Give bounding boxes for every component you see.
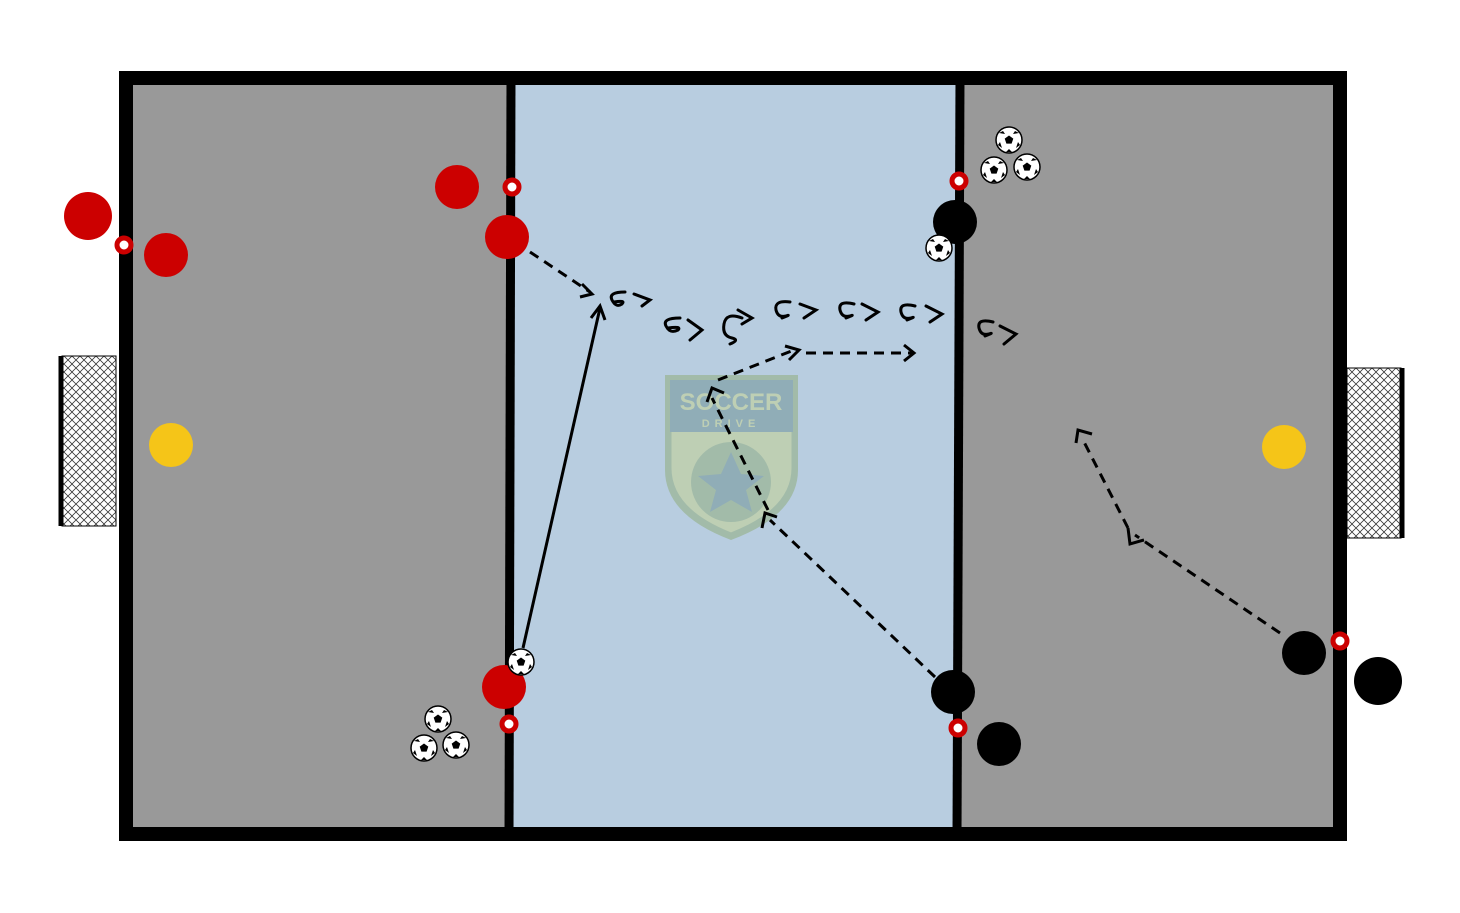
red-run-line: [529, 250, 591, 294]
black-run-arrowhead-5: [1126, 527, 1145, 546]
logo-subtitle: DRIVE: [702, 418, 761, 430]
pitch-boundary: [119, 71, 1347, 841]
black-player: [931, 670, 975, 714]
goal-left: [58, 355, 117, 527]
black-run-arrowhead-2: [705, 386, 725, 403]
red-team: [64, 165, 529, 709]
red-player: [482, 665, 526, 709]
ball: [507, 648, 535, 676]
black-run-line-5: [1134, 533, 1281, 635]
black-run-arrowhead-6: [1074, 428, 1093, 444]
goal-right: [1346, 367, 1405, 539]
black-run-arrowhead-1: [760, 511, 778, 529]
black-player: [1282, 631, 1326, 675]
red-run-arrowhead: [579, 282, 595, 299]
pass-arrowhead: [589, 302, 607, 321]
soccer-drive-logo: SOCCER DRIVE: [665, 375, 798, 540]
cone: [499, 714, 519, 734]
black-run-arrowhead-3: [784, 344, 802, 362]
logo-title: SOCCER: [680, 389, 783, 416]
black-player: [977, 722, 1021, 766]
pass-line: [521, 307, 602, 649]
black-run-line-3: [717, 348, 795, 382]
black-run-arrowhead-4: [903, 343, 917, 363]
cone: [1330, 631, 1350, 651]
cone: [948, 718, 968, 738]
cone: [114, 235, 134, 255]
red-player: [485, 215, 529, 259]
black-run-line-2: [710, 397, 770, 511]
goalkeeper-right: [1262, 425, 1306, 469]
cones: [114, 171, 1350, 738]
ball: [925, 234, 953, 262]
cone: [949, 171, 969, 191]
goalkeeper-left: [149, 423, 193, 467]
cone: [502, 177, 522, 197]
black-player: [1354, 657, 1402, 705]
red-player: [435, 165, 479, 209]
movement-lines: [521, 250, 1281, 679]
red-player: [144, 233, 188, 277]
dribble-path: [609, 290, 1019, 346]
black-player: [933, 200, 977, 244]
black-team: [931, 200, 1402, 766]
goalkeepers: [149, 423, 1306, 469]
red-player: [64, 192, 112, 240]
black-run-line-1: [768, 518, 937, 679]
